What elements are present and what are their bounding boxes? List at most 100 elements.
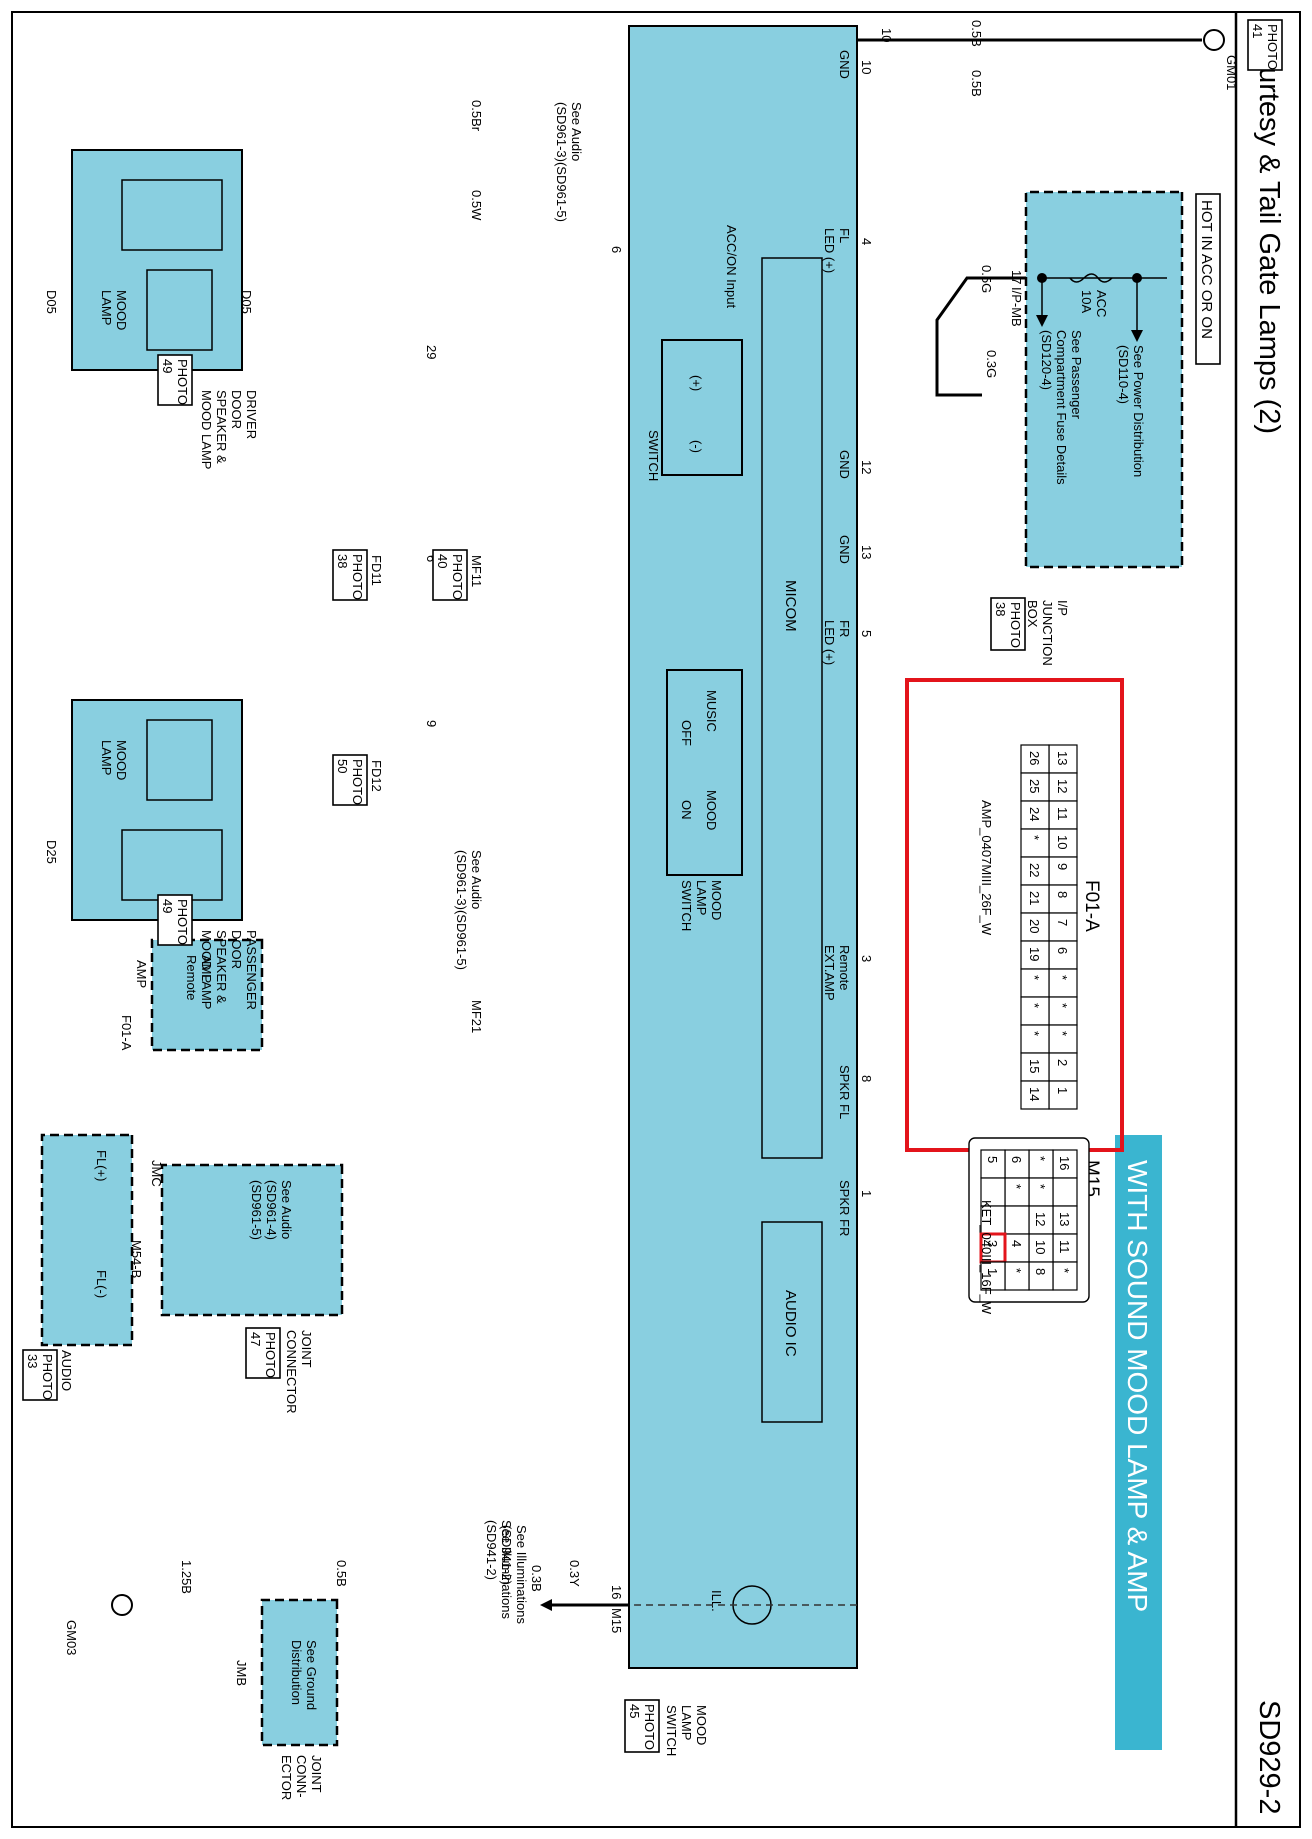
acc-fuse-symbol bbox=[1069, 273, 1113, 283]
passenger-speaker-box bbox=[71, 699, 243, 921]
ip-junction-box bbox=[1024, 190, 1184, 569]
f01a-pin: 2 bbox=[1055, 1059, 1070, 1066]
passenger-photo-2: 49 bbox=[160, 899, 175, 913]
passenger-photo-1: PHOTO bbox=[175, 899, 190, 945]
switch-pin-1: 1 bbox=[859, 1190, 874, 1197]
amp-label-1: AMP bbox=[199, 955, 214, 983]
jmb-name: JMB bbox=[234, 1660, 249, 1686]
see-passenger-1: See Passenger bbox=[1069, 330, 1084, 420]
gm01-photo-2: 41 bbox=[1250, 24, 1265, 38]
m15-cell bbox=[980, 1149, 1006, 1179]
f01a-pin: 13 bbox=[1055, 751, 1070, 765]
micom-block bbox=[761, 257, 823, 1159]
f01a-pin: 21 bbox=[1027, 891, 1042, 905]
driver-speaker-box bbox=[71, 149, 243, 371]
passenger-label-4: MOOD LAMP bbox=[199, 930, 214, 1009]
audio-photo-2: 33 bbox=[25, 1354, 40, 1368]
mood-switch-label-1: MOOD bbox=[709, 880, 724, 920]
mood-switch-label-2: LAMP bbox=[694, 880, 709, 915]
gm01-photo-box bbox=[1247, 19, 1283, 71]
f01a-pin: * bbox=[1055, 975, 1070, 980]
audio-ic-label: AUDIO IC bbox=[782, 1290, 799, 1357]
m15-pin: 16 bbox=[1057, 1156, 1072, 1170]
acc-fuse-label: ACC bbox=[1094, 290, 1109, 317]
mf21-label: MF21 bbox=[469, 1000, 484, 1033]
wire-branch-label: 0.3G bbox=[984, 350, 999, 378]
wire-d05-w2: 0.5W bbox=[469, 190, 484, 221]
ill-right-arrow bbox=[540, 1599, 552, 1611]
jmb-see-2: Distribution bbox=[289, 1640, 304, 1705]
switch-pin-label: GND bbox=[837, 535, 852, 564]
m15-pin: 4 bbox=[1009, 1240, 1024, 1247]
see-audio-mid-1: See Audio bbox=[469, 850, 484, 909]
see-audio-top-1: See Audio bbox=[569, 102, 584, 161]
f01a-cell bbox=[1048, 1080, 1078, 1110]
gnd-top-w2: 0.5B bbox=[969, 70, 984, 97]
m15-pin: * bbox=[1033, 1156, 1048, 1161]
m15-part: KET_040III_16F_W bbox=[979, 1200, 994, 1315]
f01a-pin: 11 bbox=[1055, 807, 1070, 821]
ill-left-wire: 0.3B bbox=[529, 1565, 544, 1592]
f01a-cell bbox=[1048, 968, 1078, 998]
joint-ground-box bbox=[260, 1598, 339, 1747]
f01a-cell bbox=[1048, 940, 1078, 970]
ill-label: ILL. bbox=[709, 1590, 724, 1612]
f01a-part: AMP_0407MIII_26F_W bbox=[979, 800, 994, 936]
gm03-wire: 1.25B bbox=[179, 1560, 194, 1594]
m15-cell bbox=[1004, 1177, 1030, 1207]
m15-pin: 3 bbox=[985, 1240, 1000, 1247]
f01a-pin: 12 bbox=[1055, 779, 1070, 793]
switch-box-label-2: LAMP bbox=[679, 1705, 694, 1740]
see-power-1: See Power Distribution bbox=[1131, 345, 1146, 477]
f01a-pin: 9 bbox=[1055, 863, 1070, 870]
switch-pin-3: 3 bbox=[859, 955, 874, 962]
m15-pin: 10 bbox=[1033, 1240, 1048, 1254]
f01a-cell bbox=[1048, 996, 1078, 1026]
jc-photo-box bbox=[245, 1327, 281, 1379]
gnd-top-pin: 10 bbox=[879, 28, 894, 42]
m15-cell bbox=[1028, 1149, 1054, 1179]
driver-lamp-icon bbox=[146, 269, 213, 351]
mood-switch-label-3: SWITCH bbox=[679, 880, 694, 931]
driver-label-1: DRIVER bbox=[244, 390, 259, 439]
wire-acc-label: 0.5G bbox=[979, 265, 994, 293]
pos-mood: MOOD bbox=[704, 790, 719, 830]
ip-photo-2: 38 bbox=[993, 602, 1008, 616]
switch-minus: (-) bbox=[689, 440, 704, 453]
f01a-cell bbox=[1020, 996, 1050, 1026]
acc-input-label: ACC/ON Input bbox=[724, 225, 739, 308]
ip-passenger-arrow bbox=[1036, 315, 1048, 327]
m54b-label: M54-B bbox=[129, 1240, 144, 1278]
f01a-cell bbox=[1020, 1080, 1050, 1110]
feature-banner-text: WITH SOUND MOOD LAMP & AMP bbox=[1122, 1160, 1153, 1612]
jmb-see-1: See Ground bbox=[304, 1640, 319, 1710]
ip-photo-1: PHOTO bbox=[1008, 602, 1023, 648]
f01a-pin: 15 bbox=[1027, 1059, 1042, 1073]
passenger-conn: D25 bbox=[44, 840, 59, 864]
passenger-label-1: PASSENGER bbox=[244, 930, 259, 1010]
driver-label-3: SPEAKER & bbox=[214, 390, 229, 464]
passenger-label-3: SPEAKER & bbox=[214, 930, 229, 1004]
f01a-pin: 14 bbox=[1027, 1087, 1042, 1101]
see-passenger-2: Compartment Fuse Details bbox=[1054, 330, 1069, 485]
mf11-label: MF11 bbox=[469, 555, 484, 587]
mood-selector-block bbox=[666, 669, 743, 876]
m15-pin: 5 bbox=[985, 1156, 1000, 1163]
jmb-label-3: ECTOR bbox=[279, 1755, 294, 1800]
m15-pin: 12 bbox=[1033, 1212, 1048, 1226]
f01a-cell bbox=[1048, 912, 1078, 942]
ip-box-label-1: I/P bbox=[1055, 600, 1070, 616]
hot-label: HOT IN ACC OR ON bbox=[1198, 200, 1215, 339]
audio-fl-plus: FL(+) bbox=[94, 1150, 109, 1181]
m15-cell bbox=[980, 1261, 1006, 1291]
mf11-photo-1: PHOTO bbox=[450, 554, 465, 600]
fd11-pin-29: 29 bbox=[424, 345, 439, 359]
m15-cell bbox=[1004, 1233, 1030, 1263]
f01a-pin: 8 bbox=[1055, 891, 1070, 898]
switch-pin-label: FR bbox=[837, 620, 852, 637]
mf11-photo-2: 40 bbox=[435, 554, 450, 568]
jmb-wire: 0.5B bbox=[334, 1560, 349, 1587]
